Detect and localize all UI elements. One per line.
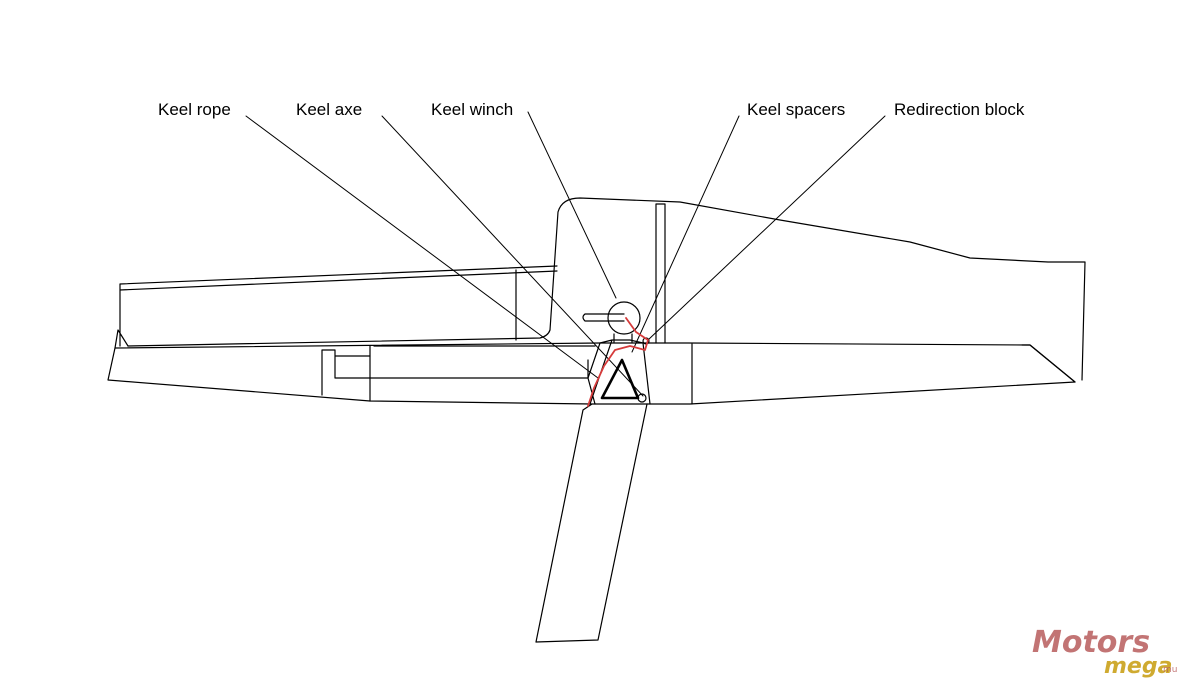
keel-rope-label: Keel rope [158,100,231,119]
leader-keel-winch [527,111,617,299]
keel-winch-handle [582,313,625,322]
keel-spacers-label: Keel spacers [747,100,846,119]
hull-rear-deck [369,343,693,405]
leader-keel-axe [381,115,644,397]
keel-axe-label: Keel axe [296,100,363,119]
cabin-front-line [127,329,551,347]
leader-redirection-block [647,115,886,341]
keel-triangle [600,358,640,400]
leader-keel-spacers [631,115,740,353]
svg-text:mu: mu [1163,665,1177,675]
mast-post [655,203,666,344]
cabin-outline [549,197,1086,381]
keel-winch-mount [613,333,633,343]
keel-winch-drum [607,301,641,335]
leader-keel-rope [245,115,599,379]
motors-mega-logo: Motors mega mu [1032,625,1177,679]
keel-rope-line [587,317,649,407]
redirection-block-label: Redirection block [894,100,1025,119]
keel-winch-label: Keel winch [431,100,514,119]
keel-blade [535,403,648,643]
keel-axe-pivot [637,393,647,403]
svg-text:mega: mega [1104,654,1172,679]
rear-fin [1021,344,1076,383]
interior-box [321,349,589,396]
upper-beam [114,265,558,349]
svg-text:Motors: Motors [1032,625,1150,660]
